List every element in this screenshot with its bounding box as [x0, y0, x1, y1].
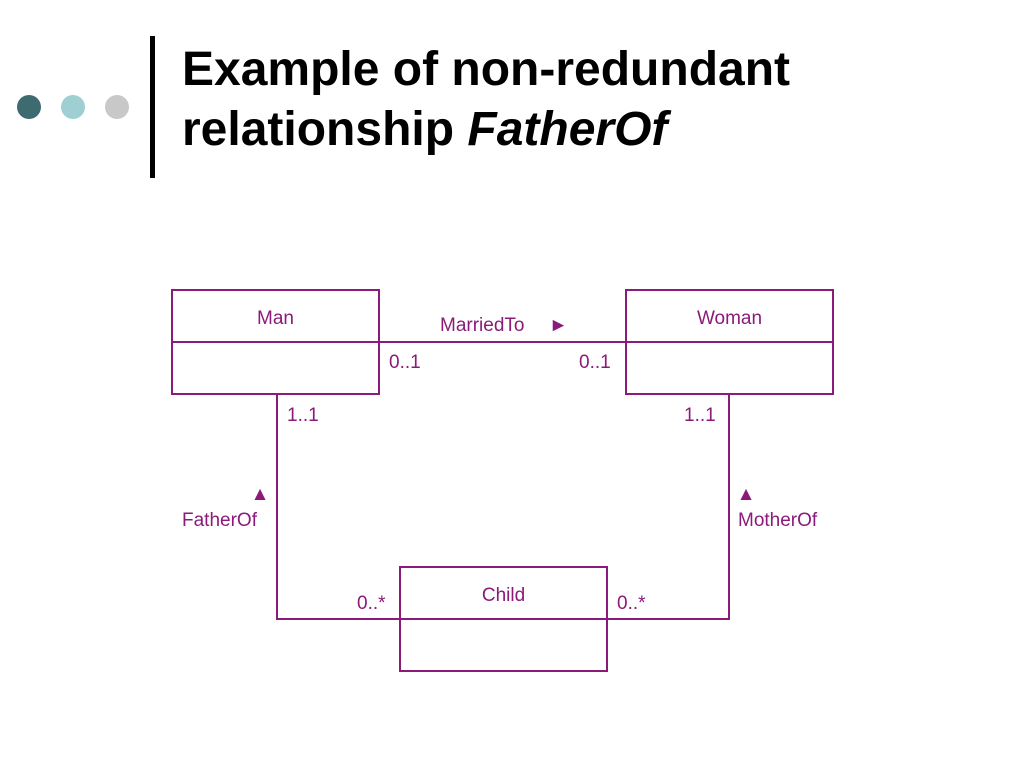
class-child-name: Child	[482, 585, 525, 606]
mother-of-label: MotherOf	[738, 510, 818, 531]
title-accent-bar	[150, 36, 155, 178]
dot-teal-icon	[61, 95, 85, 119]
father-of-line	[276, 394, 400, 620]
title-line-1: Example of non-redundant	[182, 43, 791, 96]
mother-of-direction-icon: ▲	[737, 484, 756, 505]
dot-dark-icon	[17, 95, 41, 119]
class-man-name: Man	[257, 308, 294, 329]
page-title: Example of non-redundant relationship Fa…	[182, 40, 790, 160]
mother-of-line	[607, 394, 730, 620]
title-line-2: relationship	[182, 103, 468, 156]
title-emphasis: FatherOf	[467, 103, 668, 156]
married-to-direction-icon: ►	[549, 315, 568, 336]
married-to-mult-man: 0..1	[389, 352, 421, 373]
father-of-mult-child: 0..*	[357, 593, 386, 614]
father-of-direction-icon: ▲	[251, 484, 270, 505]
dot-gray-icon	[105, 95, 129, 119]
mother-of-mult-child: 0..*	[617, 593, 646, 614]
father-of-mult-man: 1..1	[287, 405, 319, 426]
married-to-mult-woman: 0..1	[579, 352, 611, 373]
father-of-label: FatherOf	[182, 510, 258, 531]
class-woman-name: Woman	[697, 308, 762, 329]
mother-of-mult-woman: 1..1	[684, 405, 716, 426]
married-to-label: MarriedTo	[440, 315, 524, 336]
